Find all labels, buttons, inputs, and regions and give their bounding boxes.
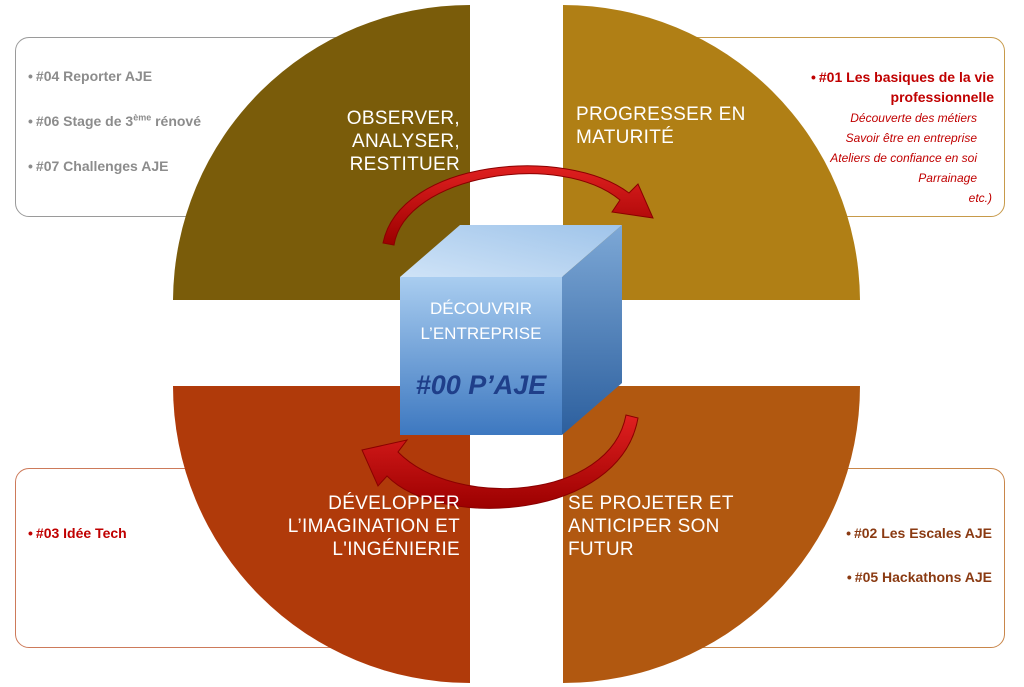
list-item: •#02 Les Escales AJE [846, 525, 992, 541]
sub-item: Ateliers de confiance en soi [830, 151, 977, 165]
list-item: •#03 Idée Tech [28, 525, 127, 541]
list-item-continued: professionnelle [890, 89, 994, 105]
cycle-arrow-top [382, 165, 654, 246]
list-item: •#05 Hackathons AJE [846, 569, 992, 585]
sub-item: Parrainage [918, 171, 977, 185]
sub-item: Découverte des métiers [850, 111, 977, 125]
list-item: •#01 Les basiques de la vie [810, 69, 994, 85]
cube-front-face [400, 277, 562, 435]
list-item: •#07 Challenges AJE [28, 158, 169, 174]
list-item: •#06 Stage de 3ème rénové [28, 112, 202, 129]
cube-code: #00 P’AJE [415, 370, 547, 400]
cube-top-face [400, 225, 622, 277]
quadrant-bottom-right [563, 386, 860, 683]
list-item: •#04 Reporter AJE [28, 68, 153, 84]
quadrant-label-observer: OBSERVER, ANALYSER, RESTITUER [346, 108, 460, 175]
sub-item: etc.) [968, 191, 992, 205]
cycle-arrow-bottom [361, 414, 639, 509]
quadrant-top-right [563, 4, 860, 300]
quadrant-label-developper: DÉVELOPPER L’IMAGINATION ET L'INGÉNIERIE [287, 493, 460, 560]
quadrant-label-progresser: PROGRESSER EN MATURITÉ [576, 104, 746, 148]
cube-side-face [562, 225, 622, 435]
quadrant-label-se-projeter: SE PROJETER ET ANTICIPER SON FUTUR [568, 493, 734, 560]
sub-item: Savoir être en entreprise [845, 131, 977, 145]
cube-title: DÉCOUVRIR L’ENTREPRISE [420, 299, 542, 343]
